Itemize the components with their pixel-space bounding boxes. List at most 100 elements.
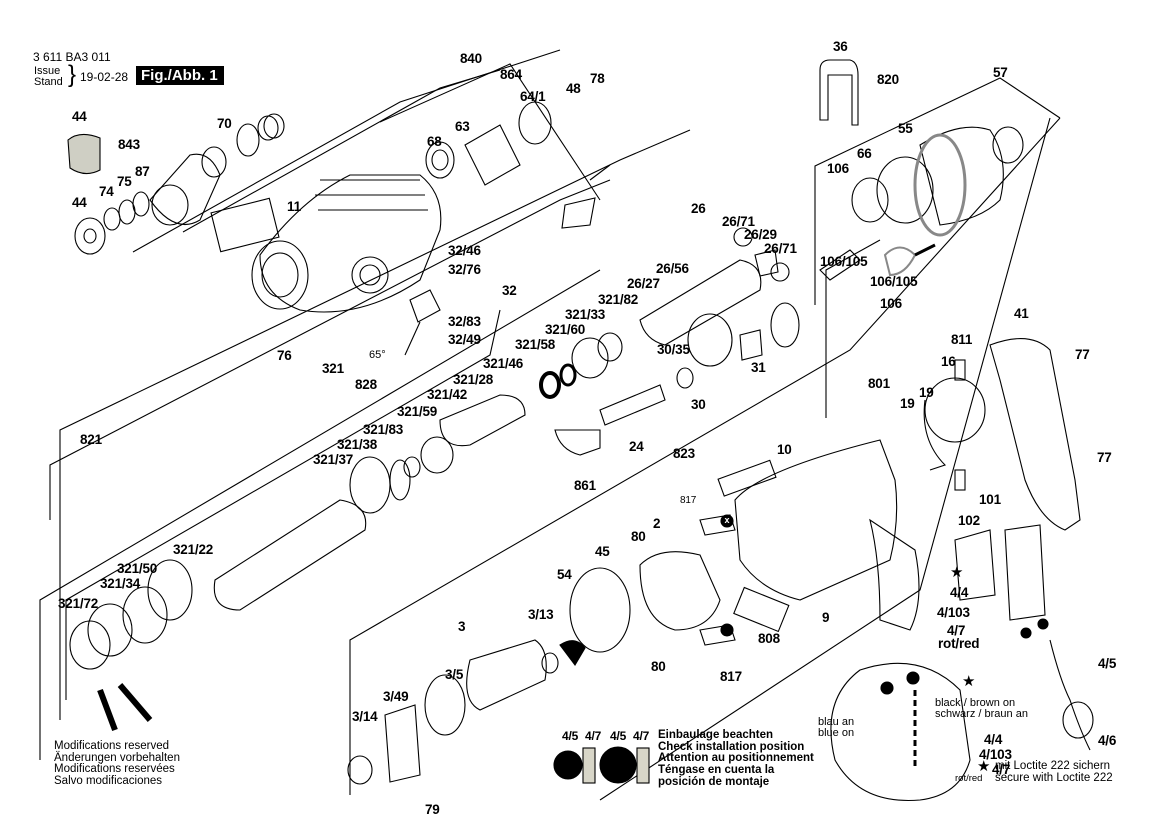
part-label: 321/59	[397, 404, 438, 419]
install-marker: 4/5	[562, 729, 579, 743]
part-label: 808	[758, 631, 780, 646]
part-label: 26/27	[627, 276, 660, 291]
part-label: 801	[868, 376, 890, 391]
part-label: 57	[993, 65, 1008, 80]
part-label: 321/46	[483, 356, 524, 371]
black-brown-label: black / brown on schwarz / braun an	[935, 698, 1028, 720]
part-label: 817	[680, 495, 697, 506]
loctite-en: secure with Loctite 222	[995, 772, 1113, 784]
part-label: 26/71	[764, 241, 797, 256]
marker-x: x	[724, 515, 730, 525]
part-label: 31	[751, 360, 766, 375]
part-label: 823	[673, 446, 695, 461]
part-label: 26/71	[722, 214, 755, 229]
part-label: 66	[857, 146, 872, 161]
part-label: 321/33	[565, 307, 606, 322]
part-label: 36	[833, 39, 848, 54]
part-label: 3/5	[445, 667, 464, 682]
part-label: 321	[322, 361, 344, 376]
part-label: 78	[590, 71, 605, 86]
part-label: 80	[631, 529, 646, 544]
loctite-note: mit Loctite 222 sichern secure with Loct…	[995, 760, 1113, 784]
installation-note: Einbaulage beachten Check installation p…	[658, 729, 814, 789]
part-label: 32/46	[448, 243, 481, 258]
issue-date: 19-02-28	[80, 70, 129, 84]
part-label: 864	[500, 67, 522, 82]
intermediate-flange	[819, 59, 1024, 281]
part-label: 32/76	[448, 262, 481, 277]
part-label: 321/83	[363, 422, 404, 437]
notice-line: Salvo modificaciones	[54, 774, 163, 787]
modifications-notice: Modifications reserved Änderungen vorbeh…	[54, 740, 180, 787]
part-label: 106/105	[820, 254, 868, 269]
part-label: 30/35	[657, 342, 690, 357]
hammer-tube	[69, 456, 411, 732]
part-label: rot/red	[938, 636, 980, 651]
part-label: 79	[425, 802, 440, 817]
star-icon: ★	[950, 564, 964, 581]
part-label: 4/103	[979, 747, 1012, 762]
installation-line: Einbaulage beachten	[658, 729, 774, 741]
installation-line: posición de montaje	[658, 775, 770, 788]
motor-field-armature	[347, 459, 790, 785]
part-label: 48	[566, 81, 581, 96]
part-label: 44	[72, 109, 87, 124]
part-label: 321/42	[427, 387, 468, 402]
part-label: 30	[691, 397, 706, 412]
part-label: 11	[287, 199, 301, 214]
part-label: 106/105	[870, 274, 918, 289]
part-label: 840	[460, 51, 482, 66]
part-label: 32	[502, 283, 517, 298]
part-label: 106	[827, 161, 849, 176]
leader-lines	[39, 49, 1061, 801]
part-label: 54	[557, 567, 572, 582]
part-label: 4/103	[937, 605, 970, 620]
part-label: 9	[822, 610, 830, 625]
motor-housing	[734, 338, 1081, 631]
part-label: 321/50	[117, 561, 158, 576]
part-label: 77	[1075, 347, 1090, 362]
star-icon: ★	[962, 673, 976, 690]
part-label: 101	[979, 492, 1001, 507]
part-label: 26/56	[656, 261, 689, 276]
wiring-detail	[830, 618, 1094, 802]
blue-on-en: blue on	[818, 727, 855, 739]
part-label: 820	[877, 72, 899, 87]
angle-label: 65°	[369, 349, 386, 361]
issue-label-de: Stand	[34, 76, 63, 88]
part-label: 74	[99, 184, 114, 199]
install-marker: 4/7	[585, 729, 602, 743]
part-label: 3/13	[528, 607, 554, 622]
part-label: 41	[1014, 306, 1029, 321]
part-label: 321/60	[545, 322, 586, 337]
part-label: 32/83	[448, 314, 481, 329]
part-label: 4/7	[947, 623, 966, 638]
part-label: 26	[691, 201, 706, 216]
loctite-de: mit Loctite 222 sichern	[995, 760, 1111, 772]
part-label: 19	[919, 385, 934, 400]
part-label: 32/49	[448, 332, 481, 347]
figure-label: Fig./Abb. 1	[136, 66, 224, 85]
part-label: 64/1	[520, 89, 546, 104]
part-label: 843	[118, 137, 140, 152]
part-label: 3/49	[383, 689, 409, 704]
part-label: 3/14	[352, 709, 378, 724]
part-label: 4/4	[950, 585, 969, 600]
part-label: 76	[277, 348, 292, 363]
red-wire-label: rot/red	[955, 773, 983, 784]
part-label: 321/37	[313, 452, 354, 467]
part-label: 10	[777, 442, 792, 457]
part-label: 68	[427, 134, 442, 149]
issue-label: Issue Stand	[34, 66, 63, 88]
part-label: 321/82	[598, 292, 639, 307]
part-label: 26/29	[744, 227, 777, 242]
part-label: 16	[941, 354, 956, 369]
part-label: 55	[898, 121, 913, 136]
install-position-icons	[553, 746, 650, 784]
part-label: 87	[135, 164, 150, 179]
part-label: 321/38	[337, 437, 378, 452]
notice-line: Modifications reserved	[54, 740, 170, 752]
part-label: 45	[595, 544, 610, 559]
